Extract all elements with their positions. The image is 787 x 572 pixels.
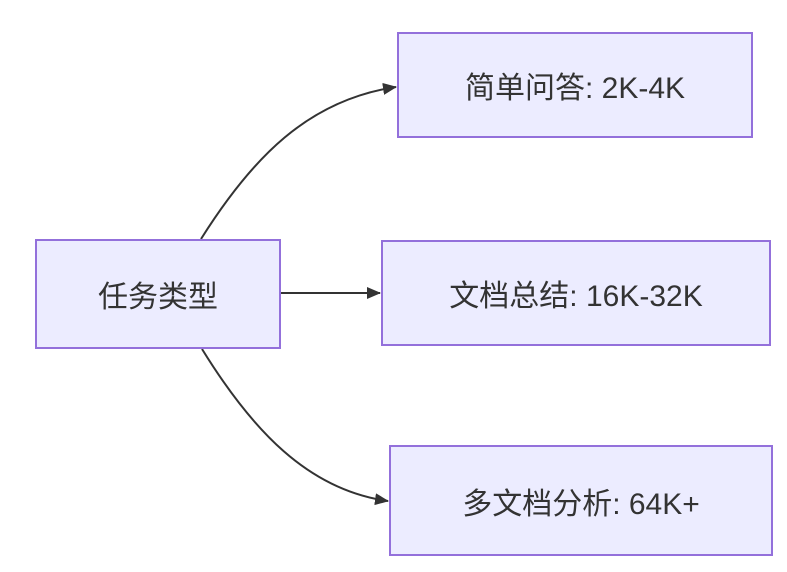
node-multi-doc: 多文档分析: 64K+ — [389, 445, 773, 556]
node-multi-doc-label: 多文档分析: 64K+ — [462, 487, 700, 521]
edge-task-to-simple-qa — [200, 82, 397, 240]
node-doc-summary: 文档总结: 16K-32K — [381, 240, 771, 346]
node-doc-summary-label: 文档总结: 16K-32K — [449, 280, 703, 313]
node-simple-qa: 简单问答: 2K-4K — [397, 32, 753, 138]
node-simple-qa-label: 简单问答: 2K-4K — [464, 72, 686, 105]
node-task-type-label: 任务类型 — [98, 281, 218, 314]
edge-task-to-multi-doc — [201, 348, 389, 506]
node-task-type: 任务类型 — [35, 239, 281, 349]
